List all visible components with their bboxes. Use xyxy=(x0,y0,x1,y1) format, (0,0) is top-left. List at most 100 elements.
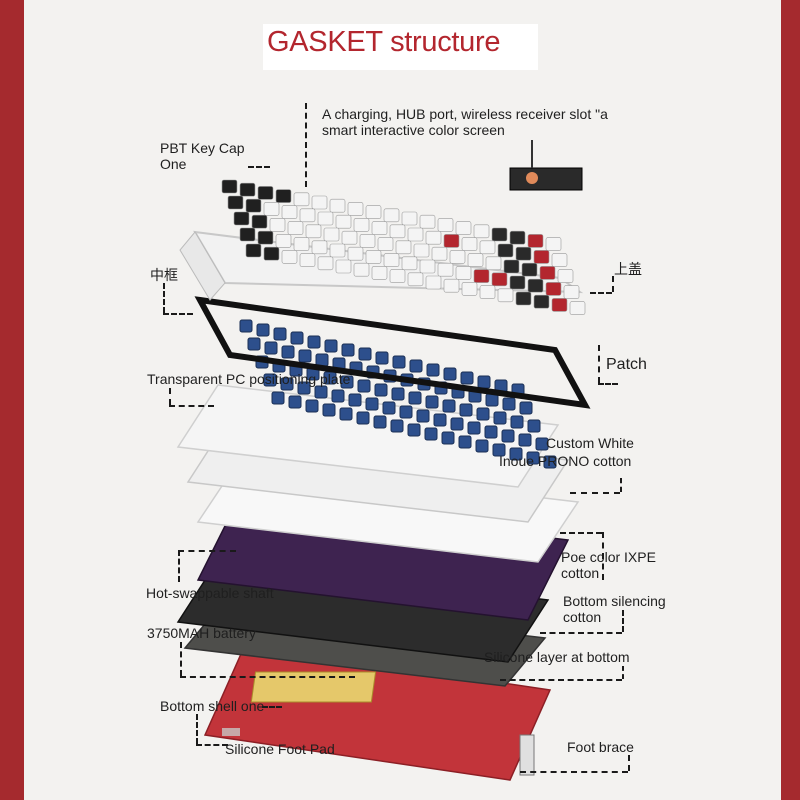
keycap xyxy=(395,240,412,255)
switch xyxy=(280,377,294,391)
switch xyxy=(314,385,328,399)
leader-battery-h xyxy=(180,676,355,678)
keycap xyxy=(551,253,568,267)
switch xyxy=(492,443,506,457)
label-top-cover: 上盖 xyxy=(614,261,642,277)
foot-pad xyxy=(222,728,240,736)
keycap xyxy=(221,179,238,194)
page-title: GASKET structure xyxy=(267,26,501,58)
switch xyxy=(477,375,491,389)
keycap xyxy=(323,227,340,242)
keycap xyxy=(545,282,562,296)
label-prono-cotton: Inoue PRONO cotton xyxy=(499,453,632,469)
switch xyxy=(426,363,440,377)
keycap xyxy=(293,192,310,207)
switch xyxy=(519,401,533,415)
keycap xyxy=(317,211,334,226)
keycap xyxy=(275,234,292,248)
leader-frame-v xyxy=(163,283,165,313)
keycap xyxy=(263,202,280,216)
leader-top-h xyxy=(590,292,612,294)
keycap xyxy=(347,246,364,261)
switch xyxy=(484,425,498,439)
screen-display xyxy=(526,172,538,184)
keycap xyxy=(353,218,370,232)
keycap xyxy=(533,294,550,309)
switch xyxy=(416,409,430,423)
label-charging-line2: smart interactive color screen xyxy=(322,122,505,138)
keycap xyxy=(245,243,262,258)
keycap xyxy=(311,240,328,255)
leader-pad-v xyxy=(196,714,198,744)
keycap xyxy=(461,237,478,251)
switch xyxy=(509,447,523,461)
label-pbt-line1: PBT Key Cap xyxy=(160,140,245,156)
switch xyxy=(485,393,499,407)
keycap xyxy=(419,214,436,229)
switch xyxy=(399,405,413,419)
label-silencing-line2: cotton xyxy=(563,609,602,625)
keycap xyxy=(365,250,382,264)
switch xyxy=(305,399,319,413)
keycap xyxy=(431,246,448,261)
switch xyxy=(264,341,278,355)
leader-cotton-v xyxy=(620,478,622,492)
leader-charging-v xyxy=(305,103,307,187)
leader-patch-h xyxy=(598,383,618,385)
leader-pc-h xyxy=(169,405,214,407)
switch xyxy=(356,411,370,425)
keycap xyxy=(245,198,262,213)
keycap xyxy=(557,269,574,283)
keycap xyxy=(503,259,520,274)
switch xyxy=(322,403,336,417)
keycap xyxy=(473,269,490,283)
keycap xyxy=(383,253,400,267)
label-silicone-layer: Silicone layer at bottom xyxy=(484,649,630,665)
label-pbt-keycap: PBT Key Cap One xyxy=(160,140,245,172)
switch xyxy=(535,437,549,451)
keycap xyxy=(281,205,298,219)
keycap xyxy=(413,243,430,258)
leader-pad-h xyxy=(196,744,228,746)
leader-silencing-h xyxy=(540,632,622,634)
foot-brace xyxy=(519,734,535,776)
switch xyxy=(475,439,489,453)
switch xyxy=(374,383,388,397)
keycap xyxy=(497,243,514,258)
label-pbt-line2: One xyxy=(160,156,187,172)
switch xyxy=(433,413,447,427)
switch xyxy=(297,381,311,395)
switch xyxy=(331,389,345,403)
keycap xyxy=(239,182,256,197)
keycap xyxy=(263,246,280,261)
keycap xyxy=(365,205,382,219)
keycap xyxy=(347,202,364,216)
keycap xyxy=(251,214,268,229)
keycap xyxy=(473,224,490,239)
switch xyxy=(239,319,253,333)
keycap xyxy=(305,224,322,239)
switch xyxy=(339,407,353,421)
switch xyxy=(390,419,404,433)
keycap xyxy=(371,221,388,235)
switch xyxy=(408,391,422,405)
switch xyxy=(271,391,285,405)
keycap xyxy=(479,285,496,299)
keycap xyxy=(299,253,316,267)
keycap xyxy=(515,291,532,306)
keycap xyxy=(281,250,298,264)
label-foot-pad: Silicone Foot Pad xyxy=(225,741,335,757)
keycap xyxy=(509,230,526,245)
label-bottom-shell: Bottom shell one xyxy=(160,698,265,714)
label-middle-frame: 中框 xyxy=(150,267,178,283)
label-charging-line1: A charging, HUB port, wireless receiver … xyxy=(322,106,608,122)
leader-swap-v xyxy=(178,550,180,582)
keycap xyxy=(485,256,502,271)
keycap xyxy=(401,256,418,271)
top-cover-side xyxy=(179,231,226,301)
label-custom-white: Custom White xyxy=(546,435,634,451)
switch xyxy=(467,421,481,435)
label-custom-white-line1: Custom White xyxy=(546,435,634,451)
switch xyxy=(443,367,457,381)
